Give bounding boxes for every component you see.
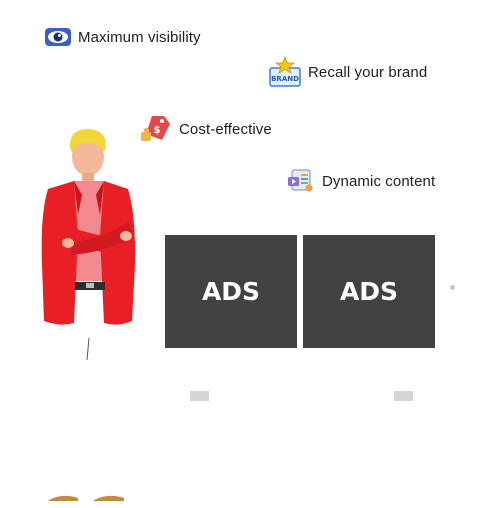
feature-label: Cost-effective — [179, 120, 272, 138]
feature-maximum-visibility: Maximum visibility — [44, 26, 201, 48]
billboard-right: ADS — [303, 235, 435, 348]
billboard-text: ADS — [339, 277, 399, 306]
feature-recall-your-brand: BRAND Recall your brand — [268, 56, 427, 88]
shoes-illustration — [44, 490, 128, 508]
person-illustration — [30, 125, 145, 370]
decorative-dot — [450, 285, 455, 290]
feature-dynamic-content: Dynamic content — [286, 168, 435, 194]
feature-label: Recall your brand — [308, 63, 428, 81]
billboard-text: ADS — [201, 277, 261, 306]
billboard-post-right — [394, 391, 413, 401]
svg-text:$: $ — [154, 125, 161, 136]
price-tag-icon: $ — [140, 114, 173, 144]
feature-label: Dynamic content — [322, 172, 436, 190]
svg-text:BRAND: BRAND — [271, 75, 299, 83]
brand-badge-icon: BRAND — [268, 56, 302, 88]
eye-icon — [44, 26, 72, 48]
billboard-left: ADS — [165, 235, 297, 348]
feature-label: Maximum visibility — [78, 28, 201, 46]
billboard-post-left — [190, 391, 209, 401]
feature-cost-effective: $ Cost-effective — [140, 114, 272, 144]
media-content-icon — [286, 168, 316, 194]
